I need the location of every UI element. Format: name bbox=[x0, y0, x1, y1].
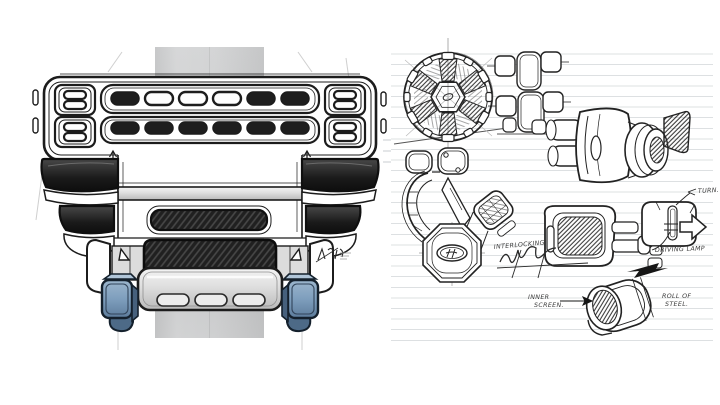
grille-slot bbox=[177, 90, 209, 107]
grille-slot bbox=[143, 90, 175, 107]
side-marker-left-upper bbox=[32, 89, 39, 106]
grille-bar-upper bbox=[99, 83, 321, 115]
driving-lamp-leader-line bbox=[651, 231, 671, 251]
side-marker-right-upper bbox=[380, 91, 387, 107]
valance-arrow-left bbox=[118, 247, 131, 261]
grille-slot bbox=[211, 90, 243, 107]
lamp-rim-tabs bbox=[403, 51, 493, 143]
skid-plate-slot bbox=[194, 293, 228, 307]
tow-hook-right bbox=[281, 273, 320, 333]
turn-direction-arrow bbox=[679, 213, 708, 241]
designer-signature-left bbox=[315, 247, 351, 263]
grille-slot bbox=[280, 91, 310, 106]
inner-screen-leader-arrow bbox=[560, 295, 594, 307]
lamp-wedge-hatching bbox=[414, 63, 482, 131]
annotation-interlocking: INTERLOCKING bbox=[494, 240, 546, 251]
tow-hook-left bbox=[100, 273, 139, 333]
bumper-pads-left bbox=[40, 157, 120, 258]
headlamp-element bbox=[62, 121, 88, 133]
component-sketch-page: TURN. DRIVING LAMP INTERLOCKING INNER SC… bbox=[383, 38, 720, 336]
skid-plate-slot bbox=[156, 293, 190, 307]
turn-leader-line bbox=[675, 192, 691, 206]
headlamp-element bbox=[332, 121, 358, 133]
valance-arrow-right bbox=[289, 247, 302, 261]
pivot-bracket-sketch bbox=[401, 147, 471, 243]
headlamp-element bbox=[332, 131, 358, 143]
headlamp-element bbox=[62, 89, 88, 101]
lower-valance bbox=[86, 238, 334, 312]
annotation-inner-screen-line2: SCREEN. bbox=[534, 302, 564, 309]
grille-slot bbox=[246, 91, 276, 106]
annotation-roll-of-steel-line1: ROLL OF bbox=[662, 293, 691, 300]
side-marker-right-lower bbox=[380, 118, 387, 134]
round-lamp-front-sketch bbox=[393, 38, 515, 160]
roll-lamp-sketch bbox=[560, 263, 668, 336]
truck-front-sketch bbox=[32, 51, 387, 350]
bumper-pads-right bbox=[300, 157, 380, 258]
grille-slot bbox=[110, 91, 140, 106]
grille-slot bbox=[246, 121, 276, 135]
headlamp-element bbox=[332, 89, 358, 101]
grille-slot bbox=[212, 121, 242, 135]
rotation-arrow bbox=[627, 263, 668, 278]
headlamp-element bbox=[62, 131, 88, 143]
grille-bar-lower bbox=[99, 115, 321, 145]
designer-signature-right bbox=[496, 246, 589, 279]
lamp-assembly-sketch bbox=[545, 107, 691, 184]
headlamp-cluster-right bbox=[323, 83, 367, 149]
page-edge-lines bbox=[383, 139, 391, 163]
turn-lamp-sketch bbox=[543, 188, 708, 269]
annotation-turn: TURN. bbox=[698, 187, 720, 195]
headlamp-element bbox=[62, 99, 88, 111]
bumper-chrome-strip bbox=[117, 186, 303, 201]
bumper-slot-outline bbox=[146, 205, 272, 235]
headlamp-cluster-left bbox=[53, 83, 97, 149]
skid-plate-slot bbox=[232, 293, 266, 307]
connector-blocks-sketch bbox=[487, 51, 571, 135]
bumper-center-slot bbox=[149, 208, 269, 232]
grille-slot bbox=[178, 121, 208, 135]
octagon-lamp-sketch bbox=[419, 222, 485, 286]
bumper-center bbox=[107, 149, 313, 254]
dark-end-cap bbox=[663, 110, 691, 154]
annotation-roll-of-steel-line2: STEEL. bbox=[665, 301, 688, 308]
side-marker-left-lower bbox=[32, 117, 39, 134]
grille-slot bbox=[144, 121, 174, 135]
annotation-inner-screen-line1: INNER bbox=[528, 294, 549, 301]
headlamp-element bbox=[332, 99, 358, 111]
grille-slot bbox=[110, 121, 140, 135]
grille-slot bbox=[280, 121, 310, 135]
annotation-driving-lamp: DRIVING LAMP bbox=[655, 245, 705, 254]
